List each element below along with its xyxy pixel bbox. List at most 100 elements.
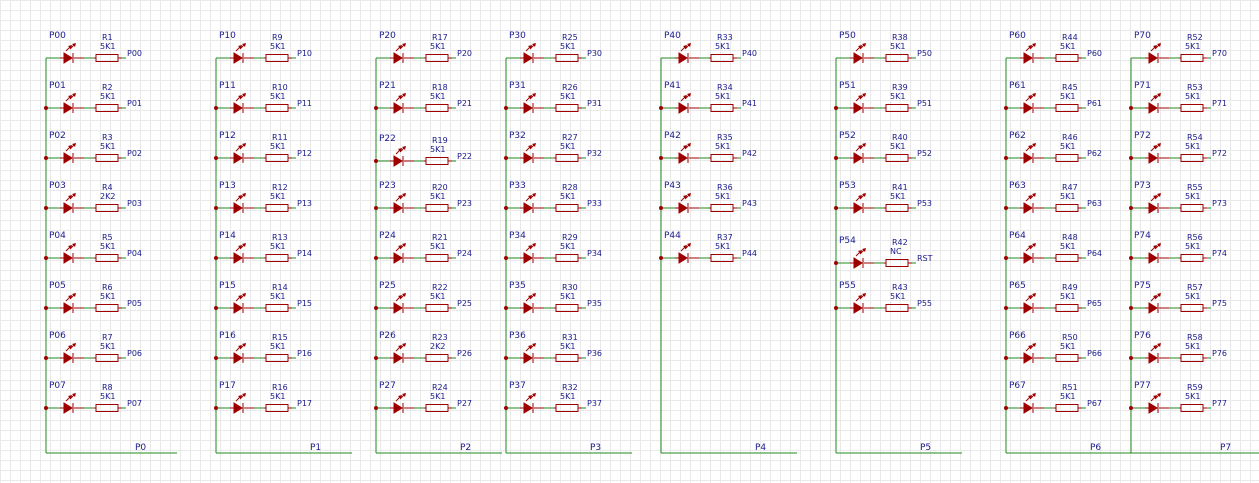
- led-diode-icon: [393, 52, 403, 64]
- resistor-body-icon: [1055, 204, 1079, 212]
- led-label: P10: [219, 31, 236, 41]
- led-light-arrows-icon: [1025, 193, 1036, 202]
- led-light-arrows-icon: [235, 43, 246, 52]
- resistor-body-icon: [95, 154, 119, 162]
- led-label: P27: [379, 381, 396, 391]
- net-label: P74: [1212, 249, 1227, 258]
- junction-dot: [1004, 306, 1008, 310]
- led-light-arrows-icon: [1025, 243, 1036, 252]
- resistor-value: 5K1: [270, 142, 285, 151]
- resistor-designator: R36: [717, 183, 733, 192]
- junction-dot: [1004, 406, 1008, 410]
- resistor-body-icon: [1055, 404, 1079, 412]
- resistor-value: 5K1: [1185, 392, 1200, 401]
- led-diode-icon: [233, 152, 243, 164]
- resistor-value: 5K1: [270, 242, 285, 251]
- resistor-body-icon: [265, 304, 289, 312]
- led-diode-icon: [393, 402, 403, 414]
- net-label: P64: [1087, 249, 1102, 258]
- led-light-arrows-icon: [525, 93, 536, 102]
- led-light-arrows-icon: [65, 43, 76, 52]
- resistor-value: 5K1: [1185, 92, 1200, 101]
- led-diode-icon: [1023, 302, 1033, 314]
- resistor-value: 5K1: [100, 42, 115, 51]
- net-label: P26: [457, 349, 472, 358]
- net-label: P41: [742, 99, 757, 108]
- resistor-body-icon: [425, 54, 449, 62]
- net-label: RST: [917, 254, 933, 263]
- resistor-value: 5K1: [715, 142, 730, 151]
- led-light-arrows-icon: [680, 93, 691, 102]
- resistor-body-icon: [1180, 304, 1204, 312]
- led-diode-icon: [393, 252, 403, 264]
- resistor-value: 5K1: [560, 292, 575, 301]
- resistor-body-icon: [885, 304, 909, 312]
- led-light-arrows-icon: [855, 143, 866, 152]
- resistor-designator: R30: [562, 283, 578, 292]
- led-light-arrows-icon: [525, 343, 536, 352]
- junction-dot: [374, 306, 378, 310]
- led-light-arrows-icon: [680, 193, 691, 202]
- led-diode-icon: [1023, 52, 1033, 64]
- resistor-designator: R31: [562, 333, 578, 342]
- led-light-arrows-icon: [855, 93, 866, 102]
- led-label: P77: [1134, 381, 1151, 391]
- resistor-body-icon: [1180, 104, 1204, 112]
- led-diode-icon: [853, 202, 863, 214]
- resistor-value: 5K1: [1060, 392, 1075, 401]
- net-label: P22: [457, 152, 472, 161]
- led-label: P04: [49, 231, 66, 241]
- led-light-arrows-icon: [1150, 193, 1161, 202]
- led-label: P65: [1009, 281, 1026, 291]
- led-diode-icon: [1148, 152, 1158, 164]
- resistor-value: 5K1: [270, 292, 285, 301]
- net-label: P13: [297, 199, 312, 208]
- resistor-value: 5K1: [560, 342, 575, 351]
- resistor-value: 5K1: [560, 192, 575, 201]
- resistor-designator: R35: [717, 133, 733, 142]
- resistor-designator: R34: [717, 83, 733, 92]
- led-diode-icon: [233, 52, 243, 64]
- junction-dot: [374, 206, 378, 210]
- resistor-body-icon: [425, 104, 449, 112]
- bus-label: P2: [460, 443, 471, 453]
- junction-dot: [1004, 206, 1008, 210]
- resistor-designator: R49: [1062, 283, 1078, 292]
- resistor-body-icon: [885, 259, 909, 267]
- led-diode-icon: [233, 202, 243, 214]
- led-light-arrows-icon: [65, 93, 76, 102]
- led-label: P40: [664, 31, 681, 41]
- led-label: P63: [1009, 181, 1026, 191]
- led-label: P20: [379, 31, 396, 41]
- resistor-designator: R33: [717, 33, 733, 42]
- led-light-arrows-icon: [1025, 93, 1036, 102]
- net-label: P65: [1087, 299, 1102, 308]
- led-light-arrows-icon: [855, 293, 866, 302]
- led-diode-icon: [63, 52, 73, 64]
- led-light-arrows-icon: [395, 393, 406, 402]
- resistor-body-icon: [265, 254, 289, 262]
- led-diode-icon: [233, 302, 243, 314]
- resistor-designator: R8: [102, 383, 113, 392]
- led-diode-icon: [678, 52, 688, 64]
- led-diode-icon: [1023, 102, 1033, 114]
